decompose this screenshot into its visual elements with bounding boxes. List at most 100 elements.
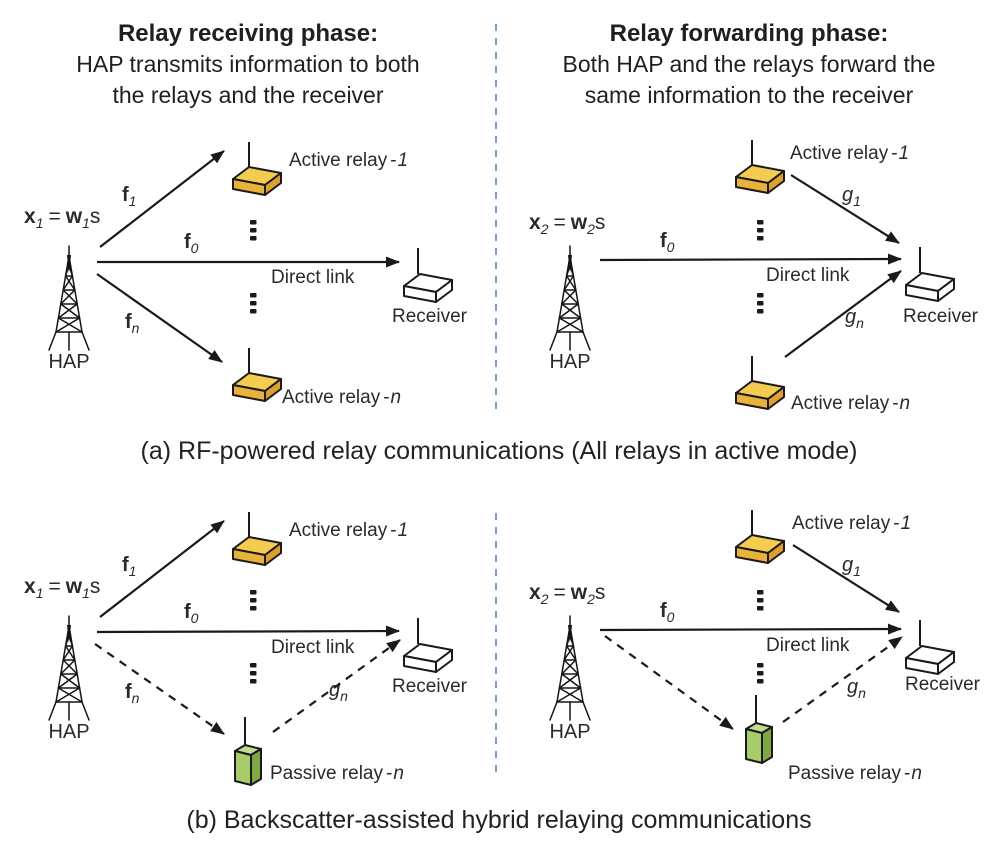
- gn-channel-label: gn: [847, 676, 866, 701]
- equals-sign: =: [48, 575, 61, 598]
- hyphen: -: [892, 393, 899, 414]
- hyphen: -: [386, 763, 393, 784]
- hap-tower-icon: [48, 245, 90, 351]
- g-symbol: g: [842, 554, 854, 576]
- receiving-phase-heading: Relay receiving phase:: [117, 20, 379, 47]
- f0-direct-link-arrow: [96, 625, 400, 637]
- subscript-n: n: [131, 320, 140, 336]
- relay-index-n: n: [393, 763, 404, 784]
- w-symbol: w: [65, 205, 83, 228]
- f0-channel-label: f0: [184, 601, 198, 625]
- receiver-label: Receiver: [392, 676, 467, 697]
- hyphen: -: [390, 520, 397, 541]
- hap-label: HAP: [549, 351, 591, 373]
- f0-direct-link-arrow: [599, 253, 902, 265]
- equals-sign: =: [553, 211, 566, 234]
- f-symbol: f: [660, 600, 667, 622]
- f1-channel-label: f1: [122, 554, 137, 579]
- active-relay-1-label: Active relay-1: [792, 513, 911, 535]
- subscript-1: 1: [853, 193, 861, 209]
- relay-index-n: n: [899, 393, 911, 414]
- f0-channel-label: f0: [660, 230, 674, 254]
- vertical-ellipsis-icon: [250, 590, 257, 611]
- w-symbol: w: [65, 575, 83, 598]
- active-relay-1-icon: [232, 511, 282, 566]
- s-symbol: s: [594, 581, 606, 604]
- f0-channel-label: f0: [184, 231, 198, 255]
- active-relay-1-label: Active relay-1: [289, 150, 408, 172]
- active-relay-text: Active relay: [289, 520, 388, 541]
- w-symbol: w: [570, 211, 588, 234]
- hap-label: HAP: [48, 721, 90, 743]
- vertical-ellipsis-icon: [250, 220, 257, 241]
- w-symbol: w: [570, 581, 588, 604]
- subscript-1: 1: [128, 193, 137, 209]
- receiver-icon: [403, 247, 453, 303]
- fn-backscatter-arrow: [94, 643, 225, 735]
- f-symbol: f: [122, 184, 129, 206]
- subscript-1: 1: [35, 585, 44, 602]
- hyphen: -: [390, 150, 397, 171]
- fn-channel-label: fn: [125, 681, 140, 706]
- fn-arrow: [96, 273, 223, 363]
- g1-channel-label: g1: [842, 184, 861, 209]
- active-relay-1-label: Active relay-1: [289, 520, 408, 542]
- subscript-n: n: [131, 690, 140, 706]
- passive-relay-n-label: Passive relay-n: [788, 763, 922, 785]
- x-symbol: x: [24, 575, 36, 598]
- f-symbol: f: [184, 601, 191, 623]
- x-symbol: x: [529, 211, 541, 234]
- hap-to-passive-relay-arrow: [604, 635, 734, 730]
- hap-label: HAP: [549, 721, 591, 743]
- passive-relay-text: Passive relay: [788, 763, 901, 784]
- forwarding-phase-title: Relay forwarding phase: Both HAP and the…: [500, 18, 998, 111]
- panel-b-left-diagram: [94, 520, 401, 735]
- tx-signal-label-x2: x2=w2s: [529, 211, 605, 238]
- vertical-ellipsis-icon: [250, 663, 257, 684]
- vertical-ellipsis-icon: [250, 293, 257, 314]
- passive-relay-n-icon: [234, 716, 262, 786]
- active-relay-text: Active relay: [791, 393, 890, 414]
- receiving-phase-line2: the relays and the receiver: [112, 82, 384, 108]
- forwarding-phase-line2: same information to the receiver: [584, 82, 914, 108]
- vertical-ellipsis-icon: [757, 293, 764, 314]
- direct-link-label: Direct link: [766, 635, 850, 656]
- g1-arrow: [790, 174, 900, 244]
- relay-index-1: 1: [898, 143, 910, 164]
- hyphen: -: [904, 763, 911, 784]
- subscript-0: 0: [666, 609, 675, 625]
- f0-direct-link-arrow: [599, 623, 902, 635]
- g-symbol: g: [845, 306, 857, 328]
- relay-index-1: 1: [397, 520, 409, 541]
- panel-a-left-diagram: [96, 150, 400, 363]
- subscript-1: 1: [128, 563, 137, 579]
- gn-channel-label: gn: [329, 679, 348, 704]
- subscript-1: 1: [82, 215, 90, 232]
- active-relay-1-label: Active relay-1: [790, 143, 909, 165]
- direct-link-label: Direct link: [271, 637, 355, 658]
- panel-a-right-diagram: [599, 174, 902, 358]
- active-relay-n-label: Active relay-n: [282, 387, 401, 409]
- subscript-2: 2: [540, 591, 549, 608]
- receiver-icon: [905, 246, 955, 302]
- tx-signal-label-x2: x2=w2s: [529, 581, 606, 608]
- active-relay-text: Active relay: [792, 513, 891, 534]
- equals-sign: =: [48, 205, 61, 228]
- subscript-n: n: [340, 688, 348, 704]
- g1-arrow: [792, 544, 900, 613]
- f1-arrow: [99, 150, 225, 248]
- receiver-icon: [403, 617, 453, 673]
- f1-arrow: [99, 520, 225, 618]
- caption-b: (b) Backscatter-assisted hybrid relaying…: [186, 806, 812, 834]
- tx-signal-label-x1: x1=w1s: [24, 575, 100, 602]
- g-symbol: g: [847, 676, 859, 698]
- f-symbol: f: [125, 681, 132, 703]
- active-relay-text: Active relay: [282, 387, 381, 408]
- subscript-2: 2: [587, 221, 595, 238]
- subscript-2: 2: [540, 221, 549, 238]
- receiver-label: Receiver: [905, 674, 980, 695]
- receiving-phase-line1: HAP transmits information to both: [76, 51, 420, 77]
- caption-a: (a) RF-powered relay communications (All…: [140, 437, 858, 465]
- subscript-n: n: [858, 685, 866, 701]
